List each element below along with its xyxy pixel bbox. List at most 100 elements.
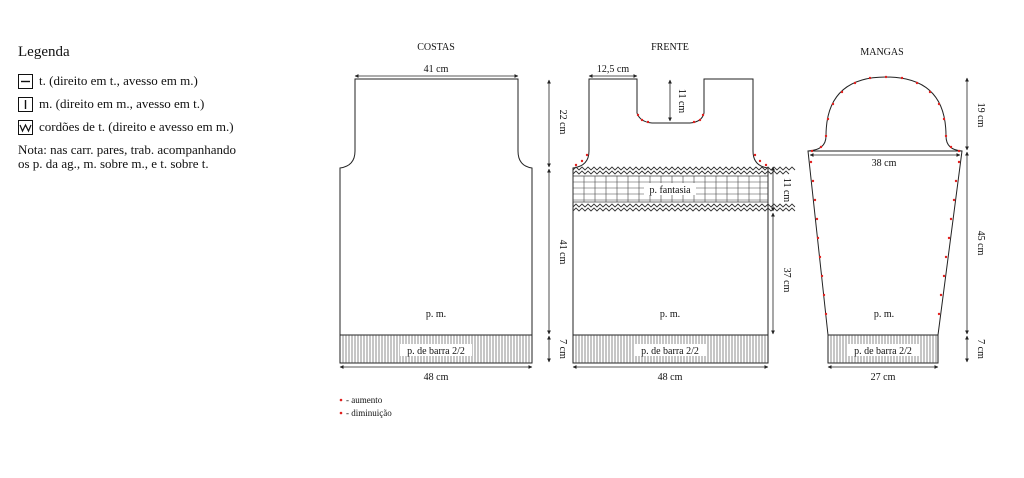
shaping-marker — [937, 312, 941, 316]
shaping-marker — [944, 134, 948, 138]
legend-item-cords: cordões de t. (direito e avesso em m.) — [18, 119, 318, 135]
costas-title: COSTAS — [417, 42, 455, 53]
frente-pattern-height: 11 cm — [781, 178, 792, 203]
frente-rib-label: p. de barra 2/2 — [641, 346, 699, 357]
shaping-marker — [819, 145, 823, 149]
increase-marker-icon — [339, 398, 343, 402]
frente-outline — [572, 78, 769, 336]
shaping-marker — [810, 149, 814, 153]
shaping-marker — [816, 236, 820, 240]
shaping-marker — [809, 160, 813, 164]
shaping-marker — [947, 236, 951, 240]
costas-body-height: 41 cm — [557, 240, 568, 265]
mangas-width-bottom: 27 cm — [871, 372, 896, 383]
label-bg — [552, 104, 564, 140]
frente-neck-depth: 11 cm — [676, 89, 687, 114]
shaping-marker — [928, 90, 932, 94]
shaping-marker — [698, 118, 702, 122]
frente-body-height: 37 cm — [781, 268, 792, 293]
shaping-markers — [574, 75, 961, 316]
piece-costas: COSTAS 41 cm p. de barra 2/2 p. m. 22 cm… — [339, 42, 568, 383]
mangas-cap-height: 19 cm — [975, 103, 986, 128]
frente-rib-band — [572, 334, 769, 364]
shaping-marker — [813, 198, 817, 202]
shaping-marker — [640, 118, 644, 122]
mangas-stitch-label: p. m. — [874, 309, 894, 320]
legend: Legenda t. (direito em t., avesso em m.)… — [18, 44, 318, 171]
frente-width-bottom: 48 cm — [658, 372, 683, 383]
frente-shoulder: 12,5 cm — [597, 64, 629, 75]
shaping-marker — [826, 117, 830, 121]
shaping-key: - aumento - diminuição — [339, 395, 392, 418]
shaping-marker — [942, 274, 946, 278]
costas-armhole-height: 22 cm — [557, 110, 568, 135]
frente-stitch-label: p. m. — [660, 309, 680, 320]
shaping-marker — [758, 159, 762, 163]
shaping-marker — [818, 255, 822, 259]
legend-note: Nota: nas carr. pares, trab. acompanhand… — [18, 143, 318, 171]
label-bg — [593, 63, 633, 74]
costas-rib-label: p. de barra 2/2 — [407, 346, 465, 357]
shaping-marker — [646, 120, 650, 124]
label-bg — [552, 234, 564, 270]
mangas-body-height: 45 cm — [975, 231, 986, 256]
shaping-marker — [952, 198, 956, 202]
shaping-marker — [753, 153, 757, 157]
piece-frente: FRENTE 12,5 cm 11 cm p. fantasia p. m. p… — [572, 42, 796, 383]
mangas-width-top: 38 cm — [872, 158, 897, 169]
costas-stitch-label: p. m. — [426, 309, 446, 320]
shaping-marker — [949, 217, 953, 221]
shaping-marker — [824, 312, 828, 316]
zigzag-icon — [18, 119, 33, 135]
shaping-marker — [692, 120, 696, 124]
shaping-marker — [949, 145, 953, 149]
shaping-marker — [957, 149, 961, 153]
horizontal-bar-icon — [18, 73, 33, 89]
legend-item-label: t. (direito em t., avesso em m.) — [39, 73, 198, 88]
mangas-outline — [807, 76, 963, 336]
mangas-rib-band — [827, 334, 939, 364]
piece-mangas: MANGAS 38 cm p. m. p. de barra 2/2 19 cm… — [807, 47, 986, 383]
shaping-marker — [820, 274, 824, 278]
shaping-marker — [840, 90, 844, 94]
shaping-marker — [937, 102, 941, 106]
shaping-marker — [636, 113, 640, 117]
legend-item-label: m. (direito em m., avesso em t.) — [39, 96, 205, 111]
vertical-bar-icon — [18, 96, 33, 112]
shaping-marker — [954, 179, 958, 183]
shaping-marker — [815, 217, 819, 221]
label-bg — [866, 157, 902, 169]
shaping-marker — [868, 76, 872, 80]
shaping-marker — [900, 76, 904, 80]
legend-title: Legenda — [18, 44, 70, 60]
shaping-marker — [939, 293, 943, 297]
shaping-marker — [824, 134, 828, 138]
label-bg — [418, 63, 454, 74]
costas-width-top: 41 cm — [424, 64, 449, 75]
shaping-marker — [944, 255, 948, 259]
shaping-marker — [764, 163, 768, 167]
shaping-marker — [585, 153, 589, 157]
shaping-marker — [884, 75, 888, 79]
mangas-rib-label: p. de barra 2/2 — [854, 346, 912, 357]
label-bg — [847, 344, 919, 356]
legend-item-label: cordões de t. (direito e avesso em m.) — [39, 119, 234, 134]
costas-outline — [339, 78, 533, 336]
shaping-marker — [701, 113, 705, 117]
shaping-marker — [957, 160, 961, 164]
legend-note-line: os p. da ag., m. sobre m., e t. sobre t. — [18, 156, 209, 171]
shaping-marker — [831, 102, 835, 106]
shaping-marker — [580, 159, 584, 163]
shaping-marker — [811, 179, 815, 183]
mangas-rib-height: 7 cm — [975, 339, 986, 359]
key-decrease-label: - diminuição — [346, 408, 392, 418]
shaping-marker — [942, 117, 946, 121]
shaping-marker — [822, 293, 826, 297]
label-bg — [634, 344, 706, 356]
legend-item-knit: m. (direito em m., avesso em t.) — [18, 96, 318, 112]
costas-width-bottom: 48 cm — [424, 372, 449, 383]
legend-item-purl: t. (direito em t., avesso em m.) — [18, 73, 318, 89]
decrease-marker-icon — [339, 411, 343, 415]
legend-note-line: Nota: nas carr. pares, trab. acompanhand… — [18, 142, 237, 157]
